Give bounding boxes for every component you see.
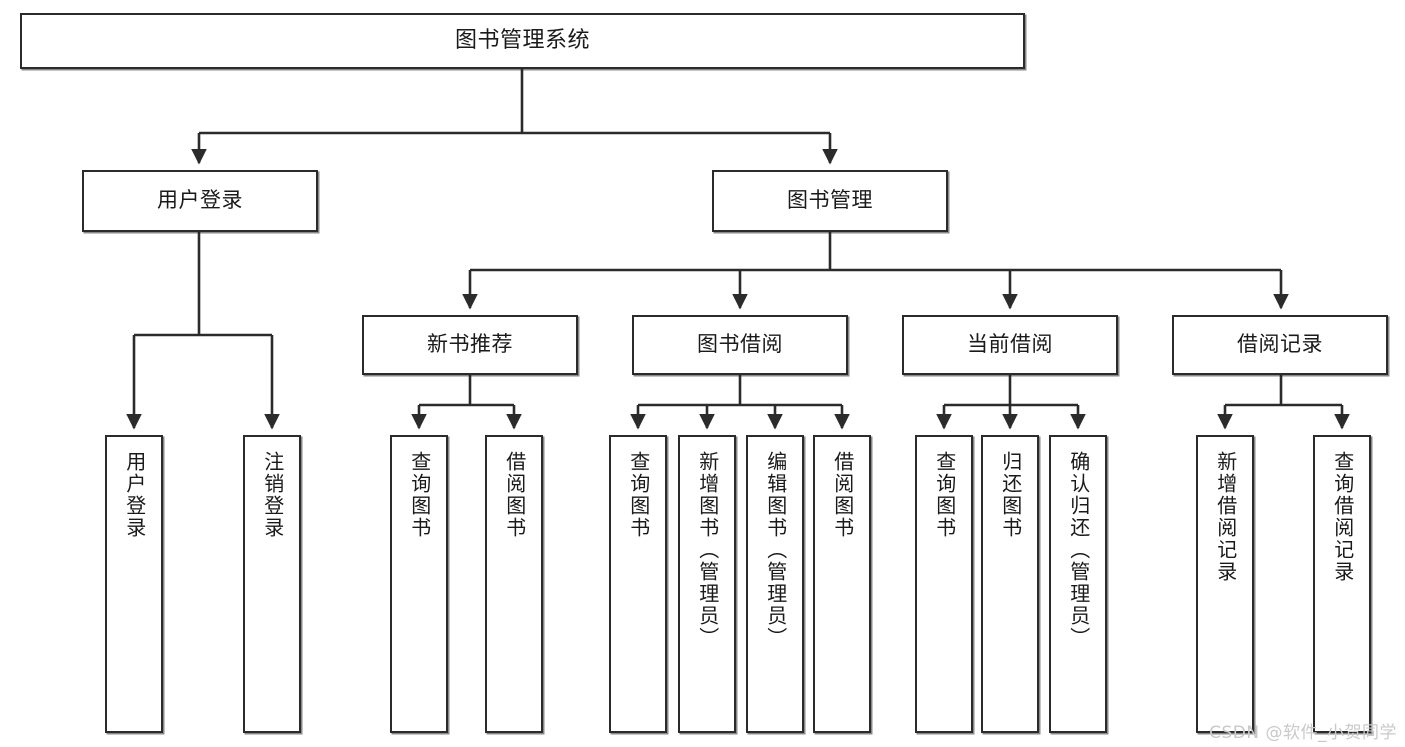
node-borrow-records[interactable]: 借阅记录 (1172, 315, 1388, 375)
node-label: 新增图书（管理员） (695, 451, 720, 649)
leaf-borrow-record-add-record[interactable]: 新增借阅记录 (1196, 435, 1254, 733)
node-label: 图书管理 (787, 188, 873, 213)
node-book-management-system[interactable]: 图书管理系统 (20, 13, 1025, 69)
leaf-borrow-record-query-record[interactable]: 查询借阅记录 (1313, 435, 1371, 733)
leaf-user-login-logout[interactable]: 注销登录 (243, 435, 301, 733)
node-label: 借阅图书 (830, 451, 855, 539)
node-current-borrowing[interactable]: 当前借阅 (902, 315, 1118, 375)
leaf-book-borrow-query-books[interactable]: 查询图书 (609, 435, 667, 733)
node-label: 图书管理系统 (454, 27, 590, 53)
node-label: 借阅记录 (1237, 332, 1323, 357)
node-label: 当前借阅 (967, 332, 1053, 357)
leaf-new-book-query-books[interactable]: 查询图书 (390, 435, 448, 733)
node-label: 图书借阅 (697, 332, 783, 357)
leaf-book-borrow-edit-book-admin[interactable]: 编辑图书（管理员） (746, 435, 804, 733)
node-label: 借阅图书 (502, 451, 527, 539)
node-user-login[interactable]: 用户登录 (82, 170, 318, 232)
leaf-current-borrow-return-books[interactable]: 归还图书 (981, 435, 1039, 733)
leaf-current-borrow-query-books[interactable]: 查询图书 (915, 435, 973, 733)
leaf-current-borrow-confirm-return-admin[interactable]: 确认归还（管理员） (1049, 435, 1107, 733)
leaf-book-borrow-add-book-admin[interactable]: 新增图书（管理员） (678, 435, 736, 733)
node-label: 查询图书 (407, 451, 432, 539)
node-label: 新书推荐 (427, 332, 513, 357)
node-label: 查询图书 (932, 451, 957, 539)
node-label: 注销登录 (260, 451, 285, 539)
node-label: 编辑图书（管理员） (763, 451, 788, 649)
leaf-user-login-login[interactable]: 用户登录 (105, 435, 163, 733)
leaf-new-book-borrow-books[interactable]: 借阅图书 (485, 435, 543, 733)
node-label: 新增借阅记录 (1213, 451, 1238, 583)
node-book-borrowing[interactable]: 图书借阅 (632, 315, 848, 375)
node-label: 用户登录 (122, 451, 147, 539)
node-label: 确认归还（管理员） (1066, 451, 1091, 649)
node-book-management[interactable]: 图书管理 (712, 170, 948, 232)
node-label: 归还图书 (998, 451, 1023, 539)
node-label: 用户登录 (157, 188, 243, 213)
leaf-book-borrow-borrow-books[interactable]: 借阅图书 (813, 435, 871, 733)
node-label: 查询图书 (626, 451, 651, 539)
csdn-watermark: CSDN @软件_小贺同学 (1209, 723, 1397, 743)
node-label: 查询借阅记录 (1330, 451, 1355, 583)
node-new-book-recommendation[interactable]: 新书推荐 (362, 315, 578, 375)
